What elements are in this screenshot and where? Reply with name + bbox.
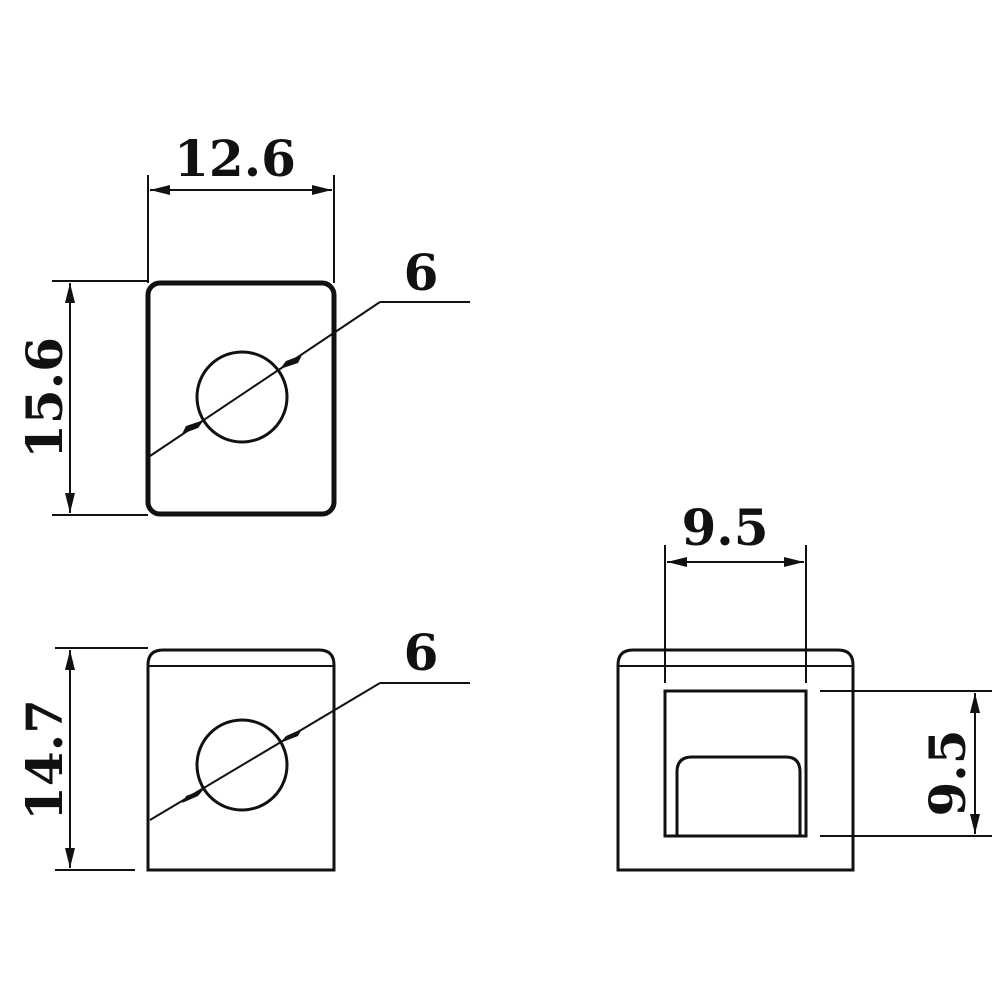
top-height-label: 15.6 bbox=[15, 337, 74, 459]
side-height-label: 9.5 bbox=[918, 730, 977, 817]
front-hole-arrow-lower bbox=[182, 789, 204, 803]
side-view-slot bbox=[663, 689, 808, 838]
front-hole-arrow-upper bbox=[280, 729, 302, 743]
top-hole-label: 6 bbox=[404, 243, 439, 302]
front-view: 14.7 6 bbox=[15, 623, 470, 872]
front-hole-label: 6 bbox=[404, 623, 439, 682]
front-view-outline bbox=[146, 648, 336, 872]
top-view-hole bbox=[195, 350, 289, 444]
top-hole-arrow-lower bbox=[182, 420, 204, 434]
side-view-pocket bbox=[675, 755, 802, 836]
side-width-label: 9.5 bbox=[682, 498, 769, 557]
top-view: 12.6 15.6 6 bbox=[15, 129, 470, 517]
top-hole-arrow-upper bbox=[280, 355, 302, 369]
top-view-outline bbox=[145, 280, 337, 517]
front-height-label: 14.7 bbox=[15, 699, 74, 821]
top-width-label: 12.6 bbox=[174, 129, 296, 188]
side-view: 9.5 9.5 bbox=[616, 498, 992, 872]
side-view-outline bbox=[616, 648, 855, 872]
front-view-hole bbox=[195, 718, 289, 812]
